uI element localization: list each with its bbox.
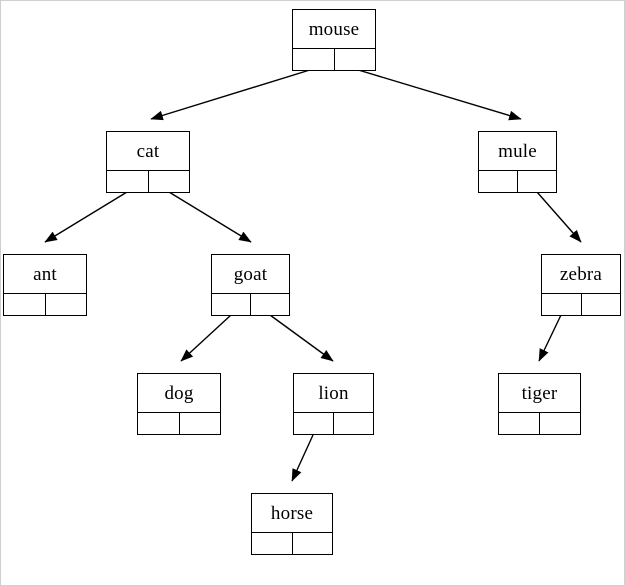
tree-edge-zebra-left-tiger (538, 314, 562, 362)
tree-node-mule[interactable]: mule (478, 131, 557, 193)
tree-node-lion[interactable]: lion (293, 373, 374, 435)
left-child-pointer-cell[interactable] (294, 413, 334, 434)
left-child-pointer-cell[interactable] (4, 294, 46, 315)
right-child-pointer-cell[interactable] (148, 171, 189, 192)
tree-node-pointer-row (138, 413, 220, 434)
tree-node-label: ant (4, 255, 86, 294)
left-child-pointer-cell[interactable] (293, 49, 335, 70)
right-child-pointer-cell[interactable] (179, 413, 220, 434)
right-child-pointer-cell[interactable] (251, 294, 289, 315)
tree-edge-mule-right-zebra (536, 191, 582, 243)
left-child-pointer-cell[interactable] (542, 294, 582, 315)
tree-edge-goat-left-dog (180, 314, 232, 362)
right-child-pointer-cell[interactable] (45, 294, 86, 315)
tree-node-pointer-row (293, 49, 375, 70)
left-child-pointer-cell[interactable] (138, 413, 180, 434)
tree-node-label: mule (479, 132, 556, 171)
tree-node-label: tiger (499, 374, 580, 413)
tree-node-label: mouse (293, 10, 375, 49)
tree-node-horse[interactable]: horse (251, 493, 333, 555)
right-child-pointer-cell[interactable] (540, 413, 580, 434)
tree-node-pointer-row (479, 171, 556, 192)
tree-node-pointer-row (107, 171, 189, 192)
tree-node-label: lion (294, 374, 373, 413)
tree-node-label: goat (212, 255, 289, 294)
right-child-pointer-cell[interactable] (334, 413, 373, 434)
left-child-pointer-cell[interactable] (252, 533, 293, 554)
tree-node-label: dog (138, 374, 220, 413)
left-child-pointer-cell[interactable] (212, 294, 251, 315)
tree-node-ant[interactable]: ant (3, 254, 87, 316)
tree-node-pointer-row (499, 413, 580, 434)
tree-edge-mouse-right-mule (354, 68, 522, 121)
tree-node-pointer-row (4, 294, 86, 315)
tree-node-tiger[interactable]: tiger (498, 373, 581, 435)
right-child-pointer-cell[interactable] (292, 533, 332, 554)
tree-edge-cat-right-goat (168, 191, 252, 243)
tree-node-goat[interactable]: goat (211, 254, 290, 316)
tree-node-label: zebra (542, 255, 620, 294)
right-child-pointer-cell[interactable] (581, 294, 620, 315)
tree-node-dog[interactable]: dog (137, 373, 221, 435)
tree-edge-lion-left-horse (291, 434, 314, 482)
tree-node-pointer-row (252, 533, 332, 554)
tree-node-cat[interactable]: cat (106, 131, 190, 193)
tree-node-pointer-row (212, 294, 289, 315)
tree-node-mouse[interactable]: mouse (292, 9, 376, 71)
tree-node-label: cat (107, 132, 189, 171)
right-child-pointer-cell[interactable] (518, 171, 556, 192)
tree-node-zebra[interactable]: zebra (541, 254, 621, 316)
tree-edge-cat-left-ant (44, 191, 128, 243)
tree-edge-goat-right-lion (269, 314, 334, 362)
tree-node-pointer-row (294, 413, 373, 434)
right-child-pointer-cell[interactable] (334, 49, 375, 70)
left-child-pointer-cell[interactable] (479, 171, 518, 192)
left-child-pointer-cell[interactable] (107, 171, 149, 192)
tree-node-pointer-row (542, 294, 620, 315)
tree-edge-mouse-left-cat (150, 68, 314, 121)
left-child-pointer-cell[interactable] (499, 413, 540, 434)
tree-node-label: horse (252, 494, 332, 533)
